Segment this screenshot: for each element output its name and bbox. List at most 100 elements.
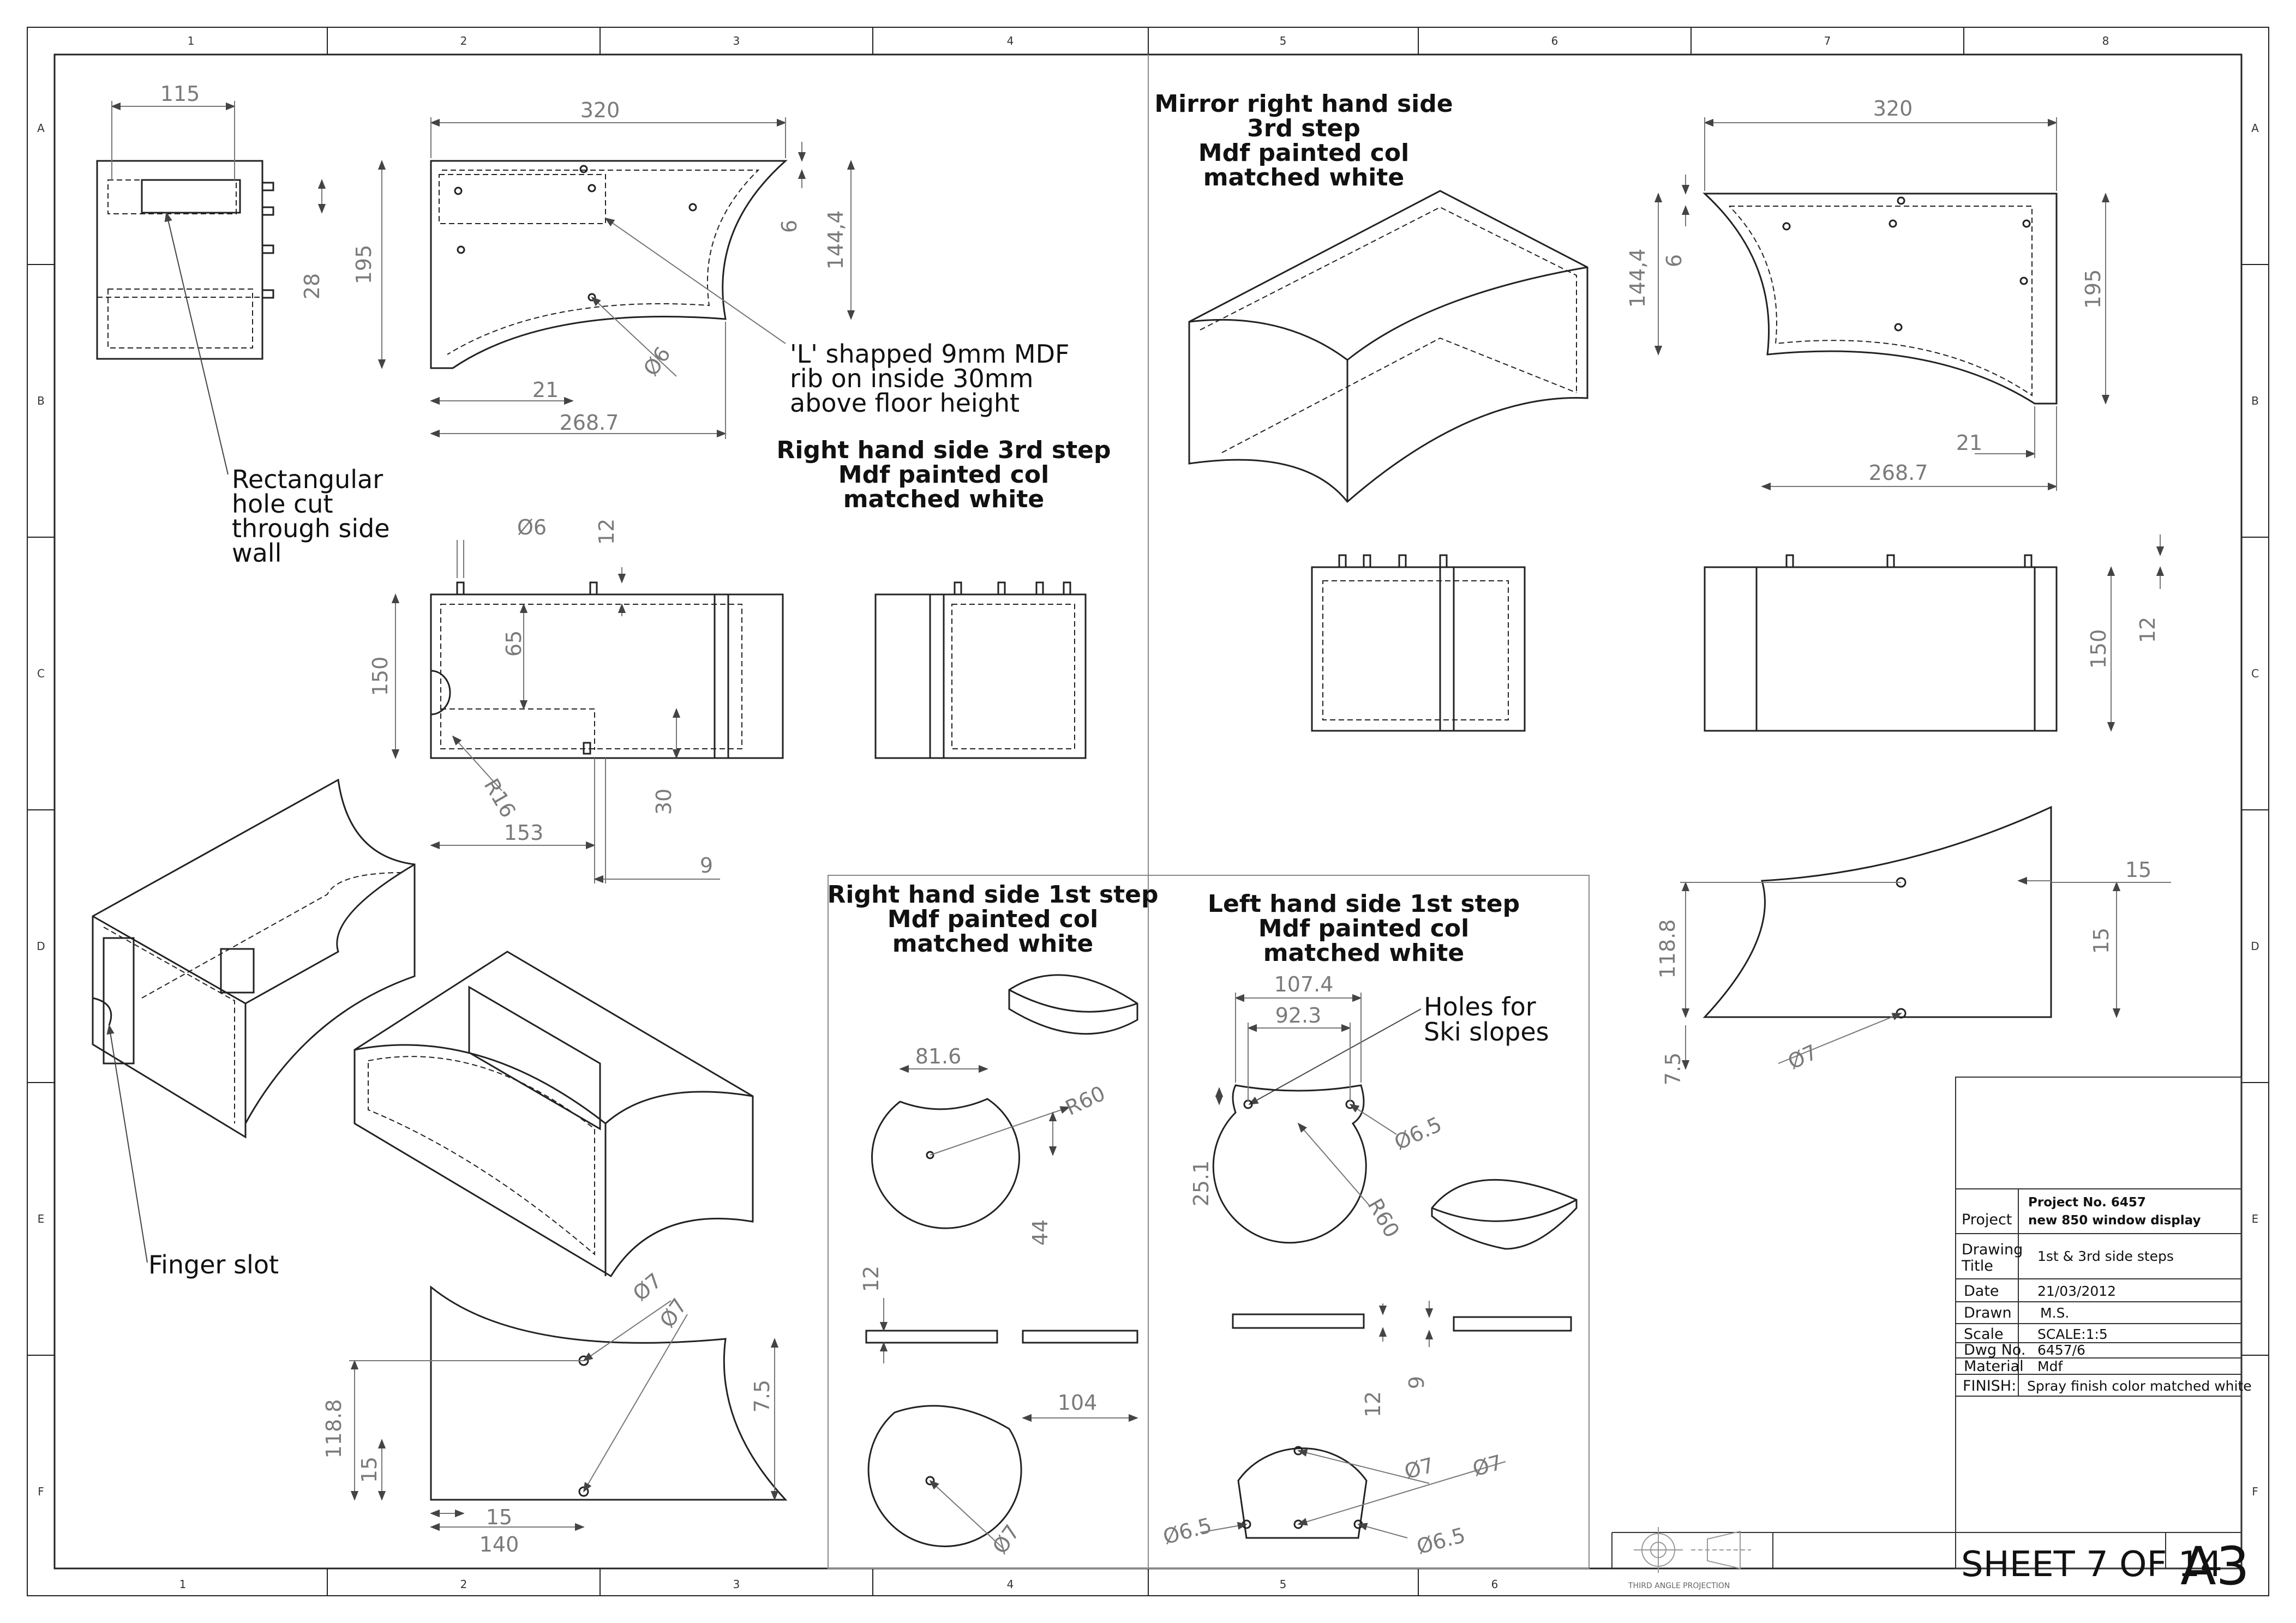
finger-slot-note: Finger slot xyxy=(148,1250,279,1279)
tb-date-label: Date xyxy=(1964,1283,1999,1300)
hole-note-line3: through side xyxy=(232,514,390,543)
tb-drawing-label-1: Drawing xyxy=(1962,1241,2023,1258)
dim-dia6: Ø6 xyxy=(639,342,675,381)
holes-leader xyxy=(1248,1008,1422,1105)
tb-dwg-label: Dwg No. xyxy=(1964,1342,2025,1358)
dim-21: 21 xyxy=(532,378,559,402)
zone-row-d-right: D xyxy=(2251,940,2259,953)
dim-44: 44 xyxy=(1028,1219,1052,1246)
dim-6: 6 xyxy=(777,220,801,233)
mir3-title-line2: 3rd step xyxy=(1247,115,1360,142)
zone-labels: 1 2 3 4 5 6 7 8 1 2 3 4 5 6 A B C D E F … xyxy=(37,34,2259,1591)
mir3-side-profile xyxy=(1702,193,2058,405)
zone-col-2-bottom: 2 xyxy=(460,1578,467,1591)
rib-note-line1: 'L' shapped 9mm MDF xyxy=(790,339,1069,369)
dim-107: 107.4 xyxy=(1274,972,1334,996)
mir3-title-line1: Mirror right hand side xyxy=(1154,90,1453,118)
rh1-title-line2: Mdf painted col xyxy=(888,905,1098,933)
rh3-bottom-dims xyxy=(349,1300,779,1531)
zone-row-b-left: B xyxy=(37,394,45,407)
hole-note-line1: Rectangular xyxy=(232,465,383,494)
zone-col-4-top: 4 xyxy=(1007,34,1014,47)
title-block xyxy=(1611,1077,2242,1569)
dim-268: 268.7 xyxy=(560,411,619,435)
rh3-title: Right hand side 3rd step Mdf painted col… xyxy=(777,436,1111,513)
dim-268-mir: 268.7 xyxy=(1869,461,1928,485)
tb-drawn-label: Drawn xyxy=(1964,1305,2012,1321)
dim-153: 153 xyxy=(504,821,544,845)
tb-size: A3 xyxy=(2180,1536,2250,1597)
dim-104: 104 xyxy=(1058,1391,1098,1415)
dim-dia7-rh1: Ø7 xyxy=(988,1520,1024,1559)
rh1-dims xyxy=(879,1065,1138,1549)
sheet-dividers xyxy=(828,55,1590,1569)
mir3-side-dims xyxy=(1654,117,2110,491)
zone-col-6-bottom: 6 xyxy=(1491,1578,1498,1591)
zone-row-f-left: F xyxy=(38,1485,44,1498)
rh1-title: Right hand side 1st step Mdf painted col… xyxy=(828,881,1159,958)
rh3-iso-a xyxy=(92,778,416,1139)
mir3-bottom-dims xyxy=(1680,876,2171,1070)
rh3-end-view xyxy=(96,160,274,360)
rh3-title-line1: Right hand side 3rd step xyxy=(777,436,1111,464)
dim-21-mir: 21 xyxy=(1956,431,1982,455)
zone-col-5-bottom: 5 xyxy=(1280,1578,1287,1591)
dim-dia7-b: Ø7 xyxy=(655,1294,692,1332)
tb-finish-label: FINISH: xyxy=(1963,1378,2016,1394)
dim-15-horiz: 15 xyxy=(486,1505,512,1529)
zone-row-f-right: F xyxy=(2252,1485,2258,1498)
dim-15-bottom: 15 xyxy=(357,1457,381,1483)
mir3-title-line3: Mdf painted col xyxy=(1198,139,1409,167)
zone-row-c-right: C xyxy=(2251,667,2259,680)
hole-leader xyxy=(164,212,229,475)
rh3-end-dims xyxy=(111,101,326,214)
zone-row-c-left: C xyxy=(37,667,45,680)
dim-dia6-top: Ø6 xyxy=(517,515,547,539)
rib-note: 'L' shapped 9mm MDF rib on inside 30mm a… xyxy=(790,339,1069,418)
zone-row-d-left: D xyxy=(37,940,45,953)
tb-date: 21/03/2012 xyxy=(2037,1283,2116,1299)
rh3-title-line3: matched white xyxy=(843,485,1045,513)
dim-9: 9 xyxy=(700,853,713,877)
rh3-end-view-c xyxy=(874,581,1087,759)
rh1-title-line1: Right hand side 1st step xyxy=(828,881,1159,909)
lh1-title-line3: matched white xyxy=(1263,939,1465,967)
dim-118-mir: 118.8 xyxy=(1656,919,1680,979)
tb-drawing-title: 1st & 3rd side steps xyxy=(2037,1248,2174,1264)
tb-project-no: Project No. 6457 xyxy=(2028,1195,2146,1210)
mir3-bottom-profile xyxy=(1702,806,2052,1019)
hole-note-line4: wall xyxy=(232,538,281,568)
tb-project-label: Project xyxy=(1962,1211,2012,1228)
mir3-iso xyxy=(1188,190,1588,503)
zone-col-2-top: 2 xyxy=(460,34,467,47)
rib-note-line3: above floor height xyxy=(790,388,1020,418)
dim-144: 144,4 xyxy=(824,211,848,270)
dim-r16: R16 xyxy=(479,774,520,822)
zone-col-1-bottom: 1 xyxy=(179,1578,187,1591)
tb-finish: Spray finish color matched white xyxy=(2027,1378,2252,1394)
zone-col-6-top: 6 xyxy=(1551,34,1558,47)
lh1-dims xyxy=(1200,993,1506,1538)
dim-150-mir: 150 xyxy=(2087,629,2111,669)
tb-material: Mdf xyxy=(2037,1358,2063,1374)
lh1-title-line2: Mdf painted col xyxy=(1258,915,1469,942)
zone-col-8-top: 8 xyxy=(2102,34,2109,47)
dim-12-lh1: 12 xyxy=(1361,1391,1385,1417)
holes-note-line1: Holes for xyxy=(1424,992,1536,1021)
dim-28: 28 xyxy=(300,273,324,299)
zone-col-5-top: 5 xyxy=(1280,34,1287,47)
tb-scale-label: Scale xyxy=(1964,1326,2004,1343)
dim-195-mir: 195 xyxy=(2081,269,2105,309)
dim-15-mir-v: 15 xyxy=(2089,928,2113,954)
mir3-title-line4: matched white xyxy=(1203,164,1405,191)
dim-dia7-lh1-b: Ø7 xyxy=(1470,1450,1505,1481)
dim-dia7-a: Ø7 xyxy=(628,1269,667,1306)
hole-note: Rectangular hole cut through side wall xyxy=(232,465,390,568)
dim-65: 65 xyxy=(502,630,526,657)
zone-col-4-bottom: 4 xyxy=(1007,1578,1014,1591)
rh3-bottom-profile xyxy=(430,1285,788,1501)
dim-25: 25.1 xyxy=(1189,1161,1213,1207)
zone-row-a-right: A xyxy=(2251,122,2259,135)
rh3-title-line2: Mdf painted col xyxy=(838,461,1049,489)
dim-r60: R60 xyxy=(1062,1081,1108,1120)
